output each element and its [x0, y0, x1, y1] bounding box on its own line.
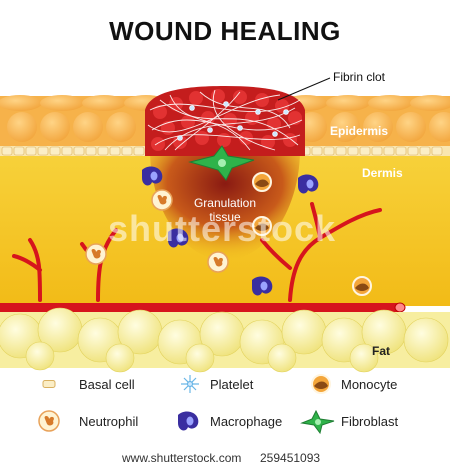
fibroblast-cell	[188, 145, 255, 181]
legend-label-macrophage: Macrophage	[210, 414, 283, 429]
footer-url: www.shutterstock.com	[122, 451, 242, 465]
monocyte-cells	[252, 172, 372, 296]
neutrophil-icon	[38, 410, 60, 432]
legend-label-basal-cell: Basal cell	[79, 377, 135, 392]
neutrophil-cells	[85, 189, 229, 273]
granulation-label-line1: Granulation	[193, 196, 257, 210]
legend-label-neutrophil: Neutrophil	[79, 414, 139, 429]
monocyte-icon	[311, 374, 331, 394]
footer-bar: www.shutterstock.com 259451093	[0, 448, 450, 470]
legend-label-fibroblast: Fibroblast	[341, 414, 399, 429]
blood-vessels	[12, 202, 382, 302]
legend-icons	[38, 374, 335, 435]
platelet-icon	[181, 375, 199, 393]
epidermis-label: Epidermis	[330, 124, 389, 138]
fat-label: Fat	[372, 344, 390, 358]
fibrin-clot-label: Fibrin clot	[333, 70, 386, 84]
fibrin-clot-pointer	[277, 77, 331, 101]
legend-label-monocyte: Monocyte	[341, 377, 398, 392]
legend-label-platelet: Platelet	[210, 377, 254, 392]
footer-image-id: 259451093	[260, 451, 321, 465]
macrophage-cells	[142, 166, 319, 296]
dermis-label: Dermis	[362, 166, 403, 180]
basal-cell-icon	[42, 380, 56, 388]
macrophage-icon	[178, 411, 199, 431]
fibrin-clot	[145, 86, 305, 156]
fat-layer	[0, 307, 450, 373]
granulation-label: Granulation tissue	[180, 196, 270, 224]
fibroblast-icon	[300, 409, 335, 435]
granulation-label-line2: tissue	[209, 210, 241, 224]
diagram-title: WOUND HEALING	[109, 16, 341, 46]
basal-cell-row	[1, 146, 443, 156]
main-vessel	[0, 302, 406, 313]
